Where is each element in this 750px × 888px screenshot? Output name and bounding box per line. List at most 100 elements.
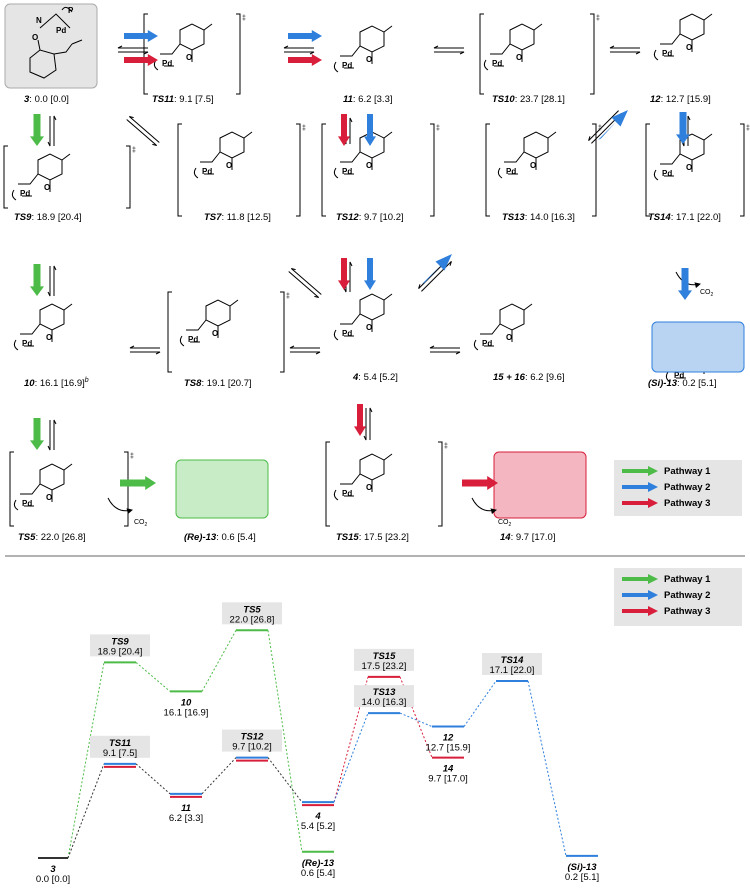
eq-TS12-4-reverse — [349, 261, 353, 292]
atom-o: O — [212, 329, 218, 338]
ligand-bond — [333, 61, 354, 73]
level-name-TS11: TS11 — [109, 738, 131, 749]
ring-bond — [509, 23, 535, 51]
eq-TS10-12-forward — [610, 51, 641, 55]
connector-TS11-11 — [135, 763, 171, 795]
ring-bond — [679, 13, 705, 41]
eq-TS11-11-forward — [284, 51, 315, 55]
ts-bracket-left — [3, 145, 8, 209]
label-TS9: TS9: 18.9 [20.4] — [14, 212, 82, 223]
arrow-blue-11-TS12 — [364, 114, 376, 146]
ligand-bond — [653, 49, 674, 61]
atom-pd: Pd — [342, 329, 352, 338]
co2-text: CO — [498, 519, 509, 526]
eq-TS7-4-forward — [288, 271, 320, 298]
atom-pd: Pd — [20, 189, 30, 198]
eq-3-TS11-reverse — [117, 45, 148, 49]
ligand-bond — [333, 329, 354, 341]
ts-bracket-right — [280, 291, 285, 373]
connector-4-TS15 — [333, 676, 369, 803]
molecule-sketch: PdO — [193, 131, 253, 179]
ligand-bond — [11, 189, 32, 201]
connector-TS13-12 — [399, 712, 433, 728]
label-TS7: TS7: 11.8 [12.5] — [204, 212, 271, 223]
atom-pd: Pd — [188, 335, 198, 344]
label-TS14: TS14: 17.1 [22.0] — [648, 212, 721, 223]
chain-bond — [340, 25, 393, 64]
atom-o: O — [186, 53, 192, 62]
ts-bracket-right — [124, 451, 129, 527]
ts-mark: ‡ — [436, 125, 440, 132]
eq-10-TS8-forward — [130, 351, 161, 355]
label-15-16: 15 + 16: 6.2 [9.6] — [493, 372, 565, 383]
ts-bracket-left — [325, 441, 330, 527]
chain-bond — [340, 131, 393, 170]
ligand-bond — [13, 339, 34, 351]
level-name-3: 3 — [50, 864, 56, 875]
molecule-sketch: PdO — [11, 153, 71, 201]
ts-mark: ‡ — [746, 125, 750, 132]
ts-bracket-left — [485, 123, 490, 217]
level-energy-TS9: 18.9 [20.4] — [98, 646, 143, 657]
level-name-Si13: (Si)-13 — [567, 862, 597, 873]
ts-bracket-right — [126, 145, 131, 209]
level-energy-TS14: 17.1 [22.0] — [490, 665, 535, 676]
connector-TS5-Re13 — [267, 630, 303, 852]
ligand-bond — [665, 371, 686, 383]
arrow-red-4-TS15 — [354, 404, 366, 436]
legend-arrow — [622, 466, 658, 476]
level-name-4: 4 — [314, 811, 321, 822]
molecule-sketch: PdO — [653, 13, 713, 61]
co2-label: CO2 — [134, 519, 148, 528]
eq-12-TS14-reverse — [687, 115, 691, 146]
molecule-sketch: PdO — [13, 463, 73, 511]
molecule-sketch: PdO — [13, 303, 73, 351]
ligand-bond — [483, 59, 504, 71]
ts-bracket-left — [177, 123, 182, 217]
legend-label: Pathway 3 — [664, 498, 710, 509]
ligand-bond — [497, 167, 518, 179]
ts-mark: ‡ — [130, 453, 134, 460]
label-12: 12: 12.7 [15.9] — [650, 94, 711, 105]
level-name-Re13: (Re)-13 — [302, 858, 335, 869]
ligand-bond — [13, 499, 34, 511]
atom-o: O — [686, 163, 692, 172]
label-3: 3: 0.0 [0.0] — [24, 94, 69, 105]
arrow-blue-TS12-4 — [364, 258, 376, 290]
level-name-TS9: TS9 — [111, 636, 129, 647]
level-energy-TS15: 17.5 [23.2] — [362, 661, 407, 672]
atom-pd: Pd — [56, 26, 66, 35]
ts-label-bg — [90, 634, 150, 657]
level-name-TS12: TS12 — [241, 732, 264, 743]
co2-subscript: 2 — [711, 292, 714, 298]
co2-label: CO2 — [498, 519, 512, 528]
molecule-sketch: PdO — [333, 131, 393, 179]
atom-o: O — [32, 33, 38, 42]
level-energy-10: 16.1 [16.9] — [164, 707, 209, 718]
co2-text: CO — [700, 289, 711, 296]
atom-o: O — [46, 493, 52, 502]
ring-bond — [39, 303, 65, 331]
chain-bond — [18, 153, 71, 192]
ts-mark: ‡ — [286, 293, 290, 300]
ts-label-bg — [354, 685, 414, 708]
legend-label: Pathway 2 — [664, 590, 710, 601]
legend-label: Pathway 1 — [664, 574, 711, 585]
ts-mark: ‡ — [302, 125, 306, 132]
connector-10-TS5 — [201, 630, 237, 692]
arrow-blue-TS14-Si13 — [678, 268, 692, 300]
eq-11-TS12-reverse — [349, 117, 353, 144]
ts-label-bg — [222, 729, 282, 752]
atom-o: O — [46, 333, 52, 342]
legend-arrow — [622, 574, 658, 584]
arrow-red-TS15-14 — [462, 476, 498, 490]
atom-o: O — [366, 55, 372, 64]
legend-label: Pathway 2 — [664, 482, 710, 493]
level-energy-Re13: 0.6 [5.4] — [301, 868, 335, 879]
ts-bracket-right — [740, 123, 745, 217]
label-TS8: TS8: 19.1 [20.7] — [184, 378, 252, 389]
molecule-sketch: PdO — [153, 23, 213, 71]
ligand-bond — [653, 169, 674, 181]
arrow-blue-TS13-12 — [598, 110, 628, 140]
level-energy-Si13: 0.2 [5.1] — [565, 872, 599, 883]
